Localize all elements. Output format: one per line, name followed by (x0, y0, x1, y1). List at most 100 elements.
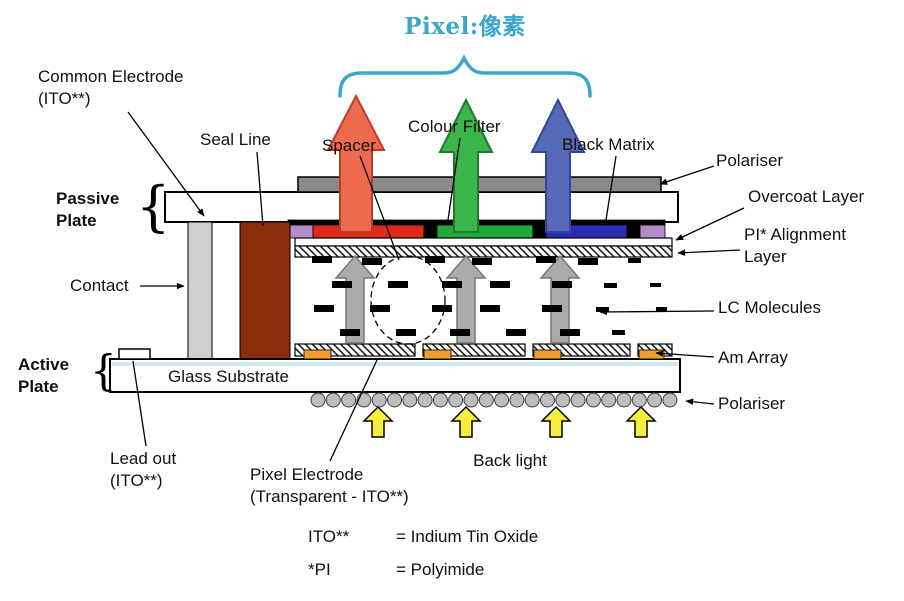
label-overcoat-layer: Overcoat Layer (748, 187, 865, 206)
legend-row-pi: *PI = Polyimide (308, 560, 538, 580)
label-am-array: Am Array (718, 348, 788, 367)
polariser-dot (432, 392, 448, 408)
am-electrode (423, 349, 452, 360)
black-matrix-block (532, 224, 547, 239)
lc-molecule-dash (472, 258, 492, 265)
pi-alignment-top-bar (294, 245, 673, 258)
lc-molecule-dash (332, 281, 352, 288)
legend-definition-pi: = Polyimide (396, 560, 485, 579)
polariser-dot (570, 392, 586, 408)
polariser-dot (417, 392, 433, 408)
label-black-matrix: Black Matrix (562, 135, 655, 154)
polariser-dot (616, 392, 632, 408)
glass-substrate-tint (112, 362, 678, 366)
label-back-light: Back light (473, 451, 547, 470)
pixel-arrow-green (438, 97, 494, 233)
am-electrode (303, 349, 332, 360)
lc-molecule-dash (578, 258, 598, 265)
backlight-arrow (450, 405, 482, 438)
polariser-dot (647, 392, 663, 408)
pointer-colour-filter (447, 137, 461, 221)
pointer-seal-line (256, 151, 264, 227)
spacer-ball-outline (370, 255, 446, 345)
filter-green (436, 224, 534, 239)
lc-molecule-dash (396, 329, 416, 336)
label-active-plate: Active Plate (18, 355, 70, 397)
lc-molecule-dash (650, 283, 661, 287)
lc-molecule-dash (450, 329, 470, 336)
contact-bar (187, 221, 213, 360)
filter-purple-right (639, 224, 666, 239)
pixel-arrow-blue (530, 97, 586, 233)
lc-arrow (445, 254, 487, 344)
polariser-dot (310, 392, 326, 408)
label-passive-plate: Passive Plate (56, 189, 120, 231)
pointer-polariser-top (659, 165, 715, 185)
pointer-common-electrode (127, 111, 205, 217)
label-lc-molecules: LC Molecules (718, 298, 821, 317)
lc-molecule-dash (425, 256, 445, 263)
polariser-dot (387, 392, 402, 408)
polariser-dot (448, 392, 464, 408)
overcoat-layer-bar (294, 237, 673, 247)
black-matrix-block (626, 224, 641, 239)
label-pixel-electrode: Pixel Electrode (Transparent - ITO**) (250, 465, 409, 507)
lc-molecule-dash (362, 258, 382, 265)
pointer-pixel-electrode (329, 359, 378, 462)
polariser-dot (371, 392, 387, 408)
lc-molecule-dash (604, 283, 617, 288)
lc-arrow (334, 254, 376, 344)
filter-purple-left (287, 224, 314, 239)
label-pi-alignment-layer: PI* Alignment Layer (744, 225, 847, 267)
lc-molecule-dash (312, 256, 332, 263)
am-array-electrodes (303, 349, 665, 360)
pixel-arrow-red (326, 93, 386, 233)
label-spacer: Spacer (322, 136, 376, 155)
lc-molecule-dash (656, 307, 667, 311)
legend-definition-ito: = Indium Tin Oxide (396, 527, 539, 546)
lc-molecule-dash (432, 305, 452, 312)
lc-molecule-dash (480, 305, 500, 312)
backlight-arrows (362, 405, 657, 438)
pointer-lc-molecules (599, 308, 715, 316)
polariser-dot (555, 392, 571, 408)
polariser-bottom-dots (310, 392, 678, 408)
lc-molecule-dash (612, 330, 625, 335)
pointer-am-array (655, 350, 715, 358)
backlight-arrow (625, 405, 657, 438)
pointer-polariser-bottom (685, 398, 715, 405)
lc-molecule-dash (370, 305, 390, 312)
label-glass-substrate: Glass Substrate (168, 367, 289, 386)
lc-molecule-dash (552, 281, 572, 288)
pointer-overcoat (675, 207, 745, 241)
lc-arrow (539, 254, 581, 344)
polariser-dot (463, 392, 479, 408)
lead-out-tab (118, 348, 151, 360)
active-plate-brace: { (90, 346, 117, 395)
lc-molecule-dash (314, 305, 334, 312)
lc-molecule-dash (506, 329, 526, 336)
passive-plate-brace: { (136, 175, 171, 238)
polariser-dot (601, 392, 617, 408)
pointer-lead-out (132, 360, 147, 447)
polariser-dot (341, 392, 357, 408)
pixel-electrode-pi-bar (294, 343, 673, 357)
label-polariser-top: Polariser (716, 151, 784, 170)
lc-molecule-dash (560, 329, 580, 336)
pixel-brace (338, 54, 592, 98)
diagram-title: Pixel:像素 (404, 13, 526, 40)
polariser-dot (478, 392, 494, 408)
lc-molecule-dash (340, 329, 360, 336)
polariser-dot (509, 392, 525, 408)
pointer-pi-alignment (677, 249, 741, 256)
polariser-dot (662, 392, 678, 408)
polariser-dot (494, 392, 510, 408)
backlight-arrow (540, 405, 572, 438)
lc-molecule-dash (542, 305, 562, 312)
label-polariser-bottom: Polariser (718, 394, 786, 413)
pointer-lines (127, 111, 745, 462)
lc-molecule-dash (596, 307, 609, 312)
label-seal-line: Seal Line (200, 130, 271, 149)
